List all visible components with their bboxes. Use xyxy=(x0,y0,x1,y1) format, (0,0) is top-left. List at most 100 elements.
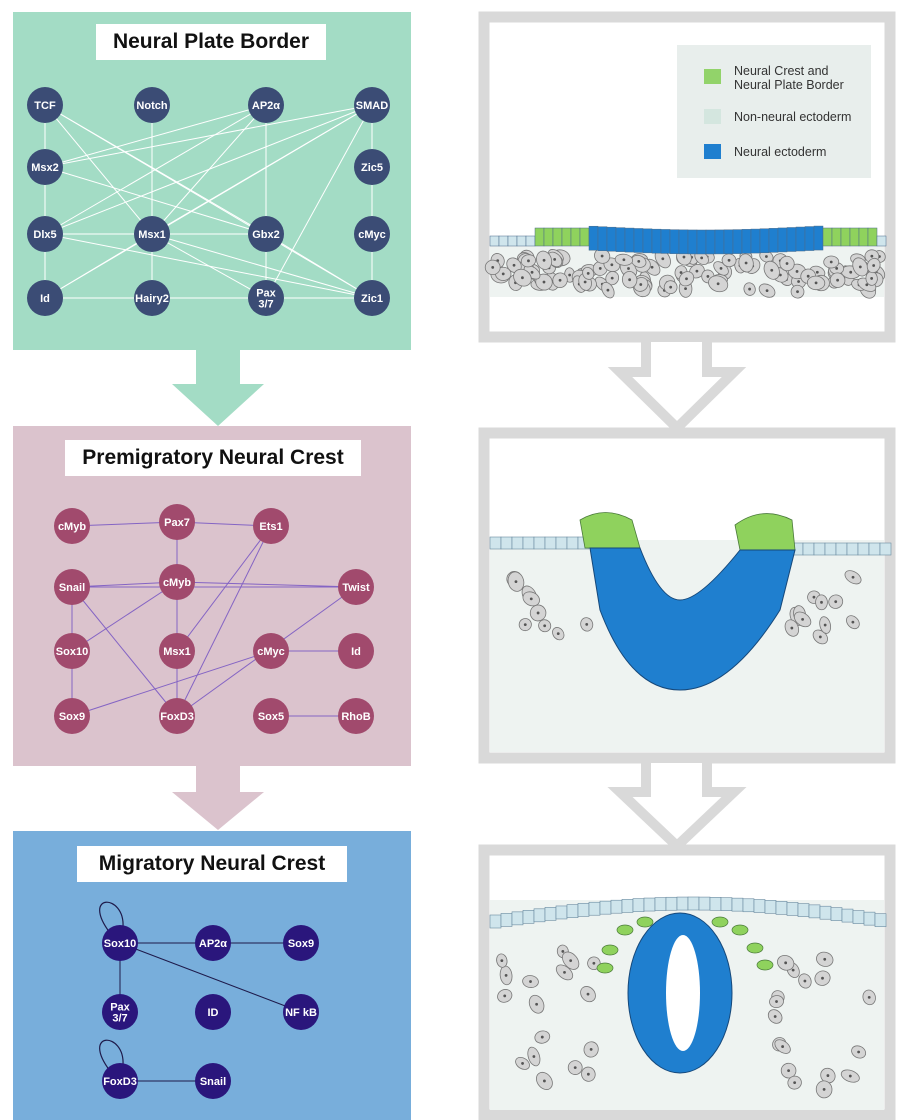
frame-stage3 xyxy=(478,844,896,1120)
node-label: Twist xyxy=(342,582,370,594)
node-label: Id xyxy=(351,646,361,658)
node-label: Hairy2 xyxy=(135,293,169,305)
node-label: ID xyxy=(208,1007,219,1019)
node-Twist: Twist xyxy=(338,569,374,605)
stage3-tissue xyxy=(489,896,887,1110)
node-circle xyxy=(283,994,319,1030)
edge-SMAD-Pax37 xyxy=(265,104,373,299)
node-label: RhoB xyxy=(341,711,370,723)
node-Dlx5: Dlx5 xyxy=(27,216,63,252)
edge-cMyb2-Sox10 xyxy=(71,581,178,652)
node-Id: Id xyxy=(27,280,63,316)
node-circle xyxy=(338,698,374,734)
node-circle xyxy=(134,280,170,316)
node-circle xyxy=(248,216,284,252)
node-circle xyxy=(54,698,90,734)
node-circle xyxy=(27,149,63,185)
edge-AP2a-Dlx5 xyxy=(44,104,267,235)
node-circle xyxy=(102,925,138,961)
node-label: NF kB xyxy=(285,1007,317,1019)
edge-cMyb2-Twist xyxy=(176,581,357,588)
node-Sox9: Sox9 xyxy=(54,698,90,734)
edge-Id-Msx1 xyxy=(44,233,153,299)
stage1-tissue xyxy=(484,225,887,299)
node-Ets1: Ets1 xyxy=(253,508,289,544)
node-Msx1: Msx1 xyxy=(134,216,170,252)
node-circle xyxy=(134,87,170,123)
stage3-neural-tube xyxy=(489,896,887,1074)
edge-Gbx2-Zic1 xyxy=(265,233,373,299)
node-circle xyxy=(253,633,289,669)
node-label: cMyb xyxy=(163,577,191,589)
node-label: Msx2 xyxy=(31,162,59,174)
node-AP2a: AP2α xyxy=(195,925,231,961)
node-label: FoxD3 xyxy=(160,711,194,723)
legend-label-neural: Neural ectoderm xyxy=(734,145,827,159)
node-Pax7: Pax7 xyxy=(159,504,195,540)
node-Gbx2: Gbx2 xyxy=(248,216,284,252)
node-circle xyxy=(195,994,231,1030)
frame-arrow2 xyxy=(607,753,747,853)
edge-Msx1-Zic1 xyxy=(151,233,373,299)
node-label: Zic1 xyxy=(361,293,383,305)
node-label: Pax xyxy=(256,288,276,300)
node-label: Ets1 xyxy=(259,521,282,533)
node-label: cMyc xyxy=(358,229,386,241)
edge-Msx2-Gbx2 xyxy=(44,166,267,235)
stage1-ectoderm xyxy=(489,225,887,255)
node-circle xyxy=(159,504,195,540)
panel-title-pnc: Premigratory Neural Crest xyxy=(65,440,361,476)
node-Msx2: Msx2 xyxy=(27,149,63,185)
node-label: AP2α xyxy=(199,938,227,950)
node-circle xyxy=(54,508,90,544)
node-circle xyxy=(338,569,374,605)
node-label: 3/7 xyxy=(112,1013,127,1025)
node-circle xyxy=(354,87,390,123)
node-Zic5: Zic5 xyxy=(354,149,390,185)
node-Id: Id xyxy=(338,633,374,669)
node-circle xyxy=(248,280,284,316)
legend-swatch-crest xyxy=(704,69,721,84)
node-Zic1: Zic1 xyxy=(354,280,390,316)
node-label: Msx1 xyxy=(138,229,166,241)
node-circle xyxy=(27,280,63,316)
legend-swatch-neural xyxy=(704,144,721,159)
node-ID: ID xyxy=(195,994,231,1030)
edge-cMyc-Sox9 xyxy=(71,650,272,717)
node-circle xyxy=(54,569,90,605)
edge-SMAD-Msx2 xyxy=(44,104,373,168)
node-circle xyxy=(159,698,195,734)
node-circle xyxy=(159,633,195,669)
node-label: Dlx5 xyxy=(33,229,56,241)
node-SMAD: SMAD xyxy=(354,87,390,123)
node-circle xyxy=(102,1063,138,1099)
node-label: cMyb xyxy=(58,521,86,533)
node-label: Msx1 xyxy=(163,646,191,658)
node-circle xyxy=(283,925,319,961)
node-circle xyxy=(27,216,63,252)
node-label: 3/7 xyxy=(258,299,273,311)
node-circle xyxy=(195,1063,231,1099)
node-label: Id xyxy=(40,293,50,305)
node-circle xyxy=(338,633,374,669)
panel-title-npb: Neural Plate Border xyxy=(96,24,326,60)
node-label: Sox10 xyxy=(56,646,88,658)
node-Sox10: Sox10 xyxy=(54,633,90,669)
node-circle xyxy=(354,149,390,185)
self-loop-FoxD3 xyxy=(99,1039,124,1072)
edge-Ets1-FoxD3 xyxy=(176,525,272,717)
node-circle xyxy=(354,280,390,316)
node-cMyc: cMyc xyxy=(354,216,390,252)
node-Snail: Snail xyxy=(54,569,90,605)
node-cMyc: cMyc xyxy=(253,633,289,669)
node-circle xyxy=(195,925,231,961)
edge-Sox10-NFkB xyxy=(119,942,302,1013)
self-loop-Sox10 xyxy=(99,901,124,934)
